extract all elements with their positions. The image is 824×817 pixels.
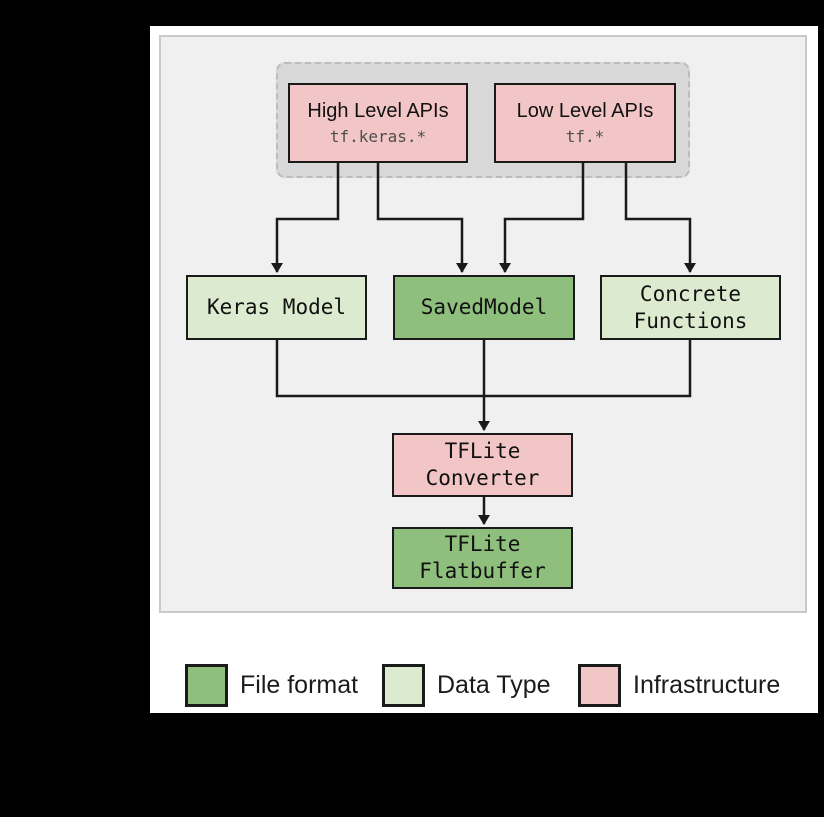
legend-item-data-type: Data Type: [382, 664, 551, 707]
diagram-panel: High Level APIs tf.keras.* Low Level API…: [150, 26, 818, 713]
node-keras-model-label: Keras Model: [206, 295, 347, 319]
legend-label-data-type: Data Type: [437, 671, 551, 699]
legend: File format Data Type Infrastructure: [150, 644, 818, 713]
legend-swatch-file-format: [185, 664, 228, 707]
node-tflite-converter: TFLite Converter: [392, 433, 573, 497]
node-tflite-converter-line2: Converter: [425, 466, 540, 490]
node-tflite-flatbuffer: TFLite Flatbuffer: [392, 527, 573, 589]
node-low-level-apis: Low Level APIs tf.*: [494, 83, 676, 163]
node-saved-model-label: SavedModel: [420, 295, 548, 319]
node-tflite-flatbuffer-line1: TFLite: [444, 532, 521, 556]
node-high-level-apis-title: High Level APIs: [307, 100, 449, 122]
legend-swatch-data-type: [382, 664, 425, 707]
legend-label-file-format: File format: [240, 671, 359, 699]
node-keras-model: Keras Model: [186, 275, 367, 340]
node-tflite-converter-line1: TFLite: [444, 439, 521, 463]
node-high-level-apis-subtitle: tf.keras.*: [329, 127, 427, 146]
legend-item-file-format: File format: [185, 664, 358, 707]
node-high-level-apis: High Level APIs tf.keras.*: [288, 83, 468, 163]
node-tflite-flatbuffer-line2: Flatbuffer: [419, 559, 546, 583]
node-saved-model: SavedModel: [393, 275, 575, 340]
node-concrete-functions-line2: Functions: [633, 308, 748, 333]
node-concrete-functions-line1: Concrete: [639, 281, 742, 306]
legend-swatch-infrastructure: [578, 664, 621, 707]
node-low-level-apis-subtitle: tf.*: [565, 127, 605, 146]
legend-label-infrastructure: Infrastructure: [633, 671, 781, 699]
legend-item-infrastructure: Infrastructure: [578, 664, 780, 707]
node-low-level-apis-title: Low Level APIs: [516, 100, 654, 122]
node-concrete-functions: Concrete Functions: [600, 275, 781, 340]
